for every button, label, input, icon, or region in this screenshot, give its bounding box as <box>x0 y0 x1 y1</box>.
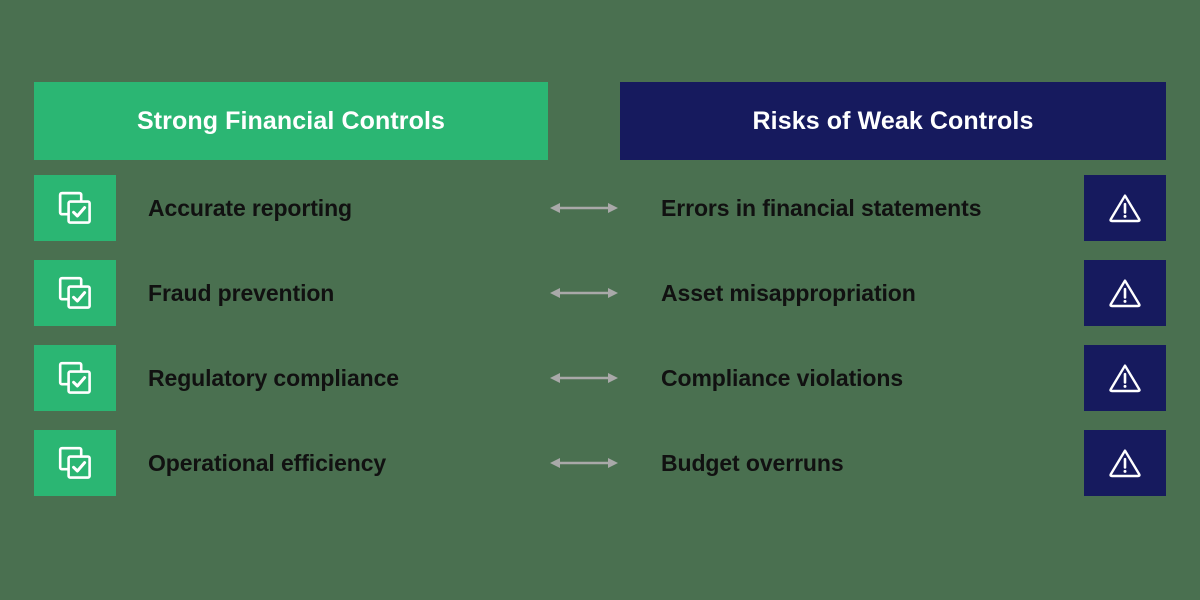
positive-item-label: Fraud prevention <box>148 279 335 306</box>
risk-icon-tile <box>1084 345 1166 411</box>
double-headed-arrow-icon <box>548 368 620 388</box>
comparison-row: Regulatory compliance Compliance violati… <box>0 345 1200 411</box>
duplicate-check-icon <box>58 276 92 310</box>
positive-icon-tile <box>34 430 116 496</box>
comparison-row: Fraud prevention Asset misappropriation <box>0 260 1200 326</box>
column-header-weak-controls-title: Risks of Weak Controls <box>752 106 1034 135</box>
column-header-strong-controls: Strong Financial Controls <box>34 82 548 160</box>
risk-item-label: Errors in financial statements <box>661 194 982 221</box>
positive-item-label: Accurate reporting <box>148 194 352 221</box>
duplicate-check-icon <box>58 446 92 480</box>
risk-item-label: Budget overruns <box>661 449 844 476</box>
warning-triangle-icon <box>1108 276 1142 310</box>
double-headed-arrow-icon <box>548 453 620 473</box>
positive-item-label: Operational efficiency <box>148 449 387 476</box>
warning-triangle-icon <box>1108 446 1142 480</box>
warning-triangle-icon <box>1108 191 1142 225</box>
row-connector <box>546 430 622 496</box>
row-connector <box>546 175 622 241</box>
double-headed-arrow-icon <box>548 283 620 303</box>
risk-icon-tile <box>1084 430 1166 496</box>
risk-item-label: Compliance violations <box>661 364 904 391</box>
comparison-row: Accurate reporting Errors in financial s… <box>0 175 1200 241</box>
positive-icon-tile <box>34 175 116 241</box>
warning-triangle-icon <box>1108 361 1142 395</box>
positive-icon-tile <box>34 260 116 326</box>
risk-icon-tile <box>1084 175 1166 241</box>
risk-icon-tile <box>1084 260 1166 326</box>
column-header-strong-controls-title: Strong Financial Controls <box>136 106 446 135</box>
positive-icon-tile <box>34 345 116 411</box>
comparison-row: Operational efficiency Budget overruns <box>0 430 1200 496</box>
row-connector <box>546 345 622 411</box>
double-headed-arrow-icon <box>548 198 620 218</box>
duplicate-check-icon <box>58 361 92 395</box>
duplicate-check-icon <box>58 191 92 225</box>
column-header-weak-controls: Risks of Weak Controls <box>620 82 1166 160</box>
risk-item-label: Asset misappropriation <box>661 279 916 306</box>
positive-item-label: Regulatory compliance <box>148 364 399 391</box>
row-connector <box>546 260 622 326</box>
